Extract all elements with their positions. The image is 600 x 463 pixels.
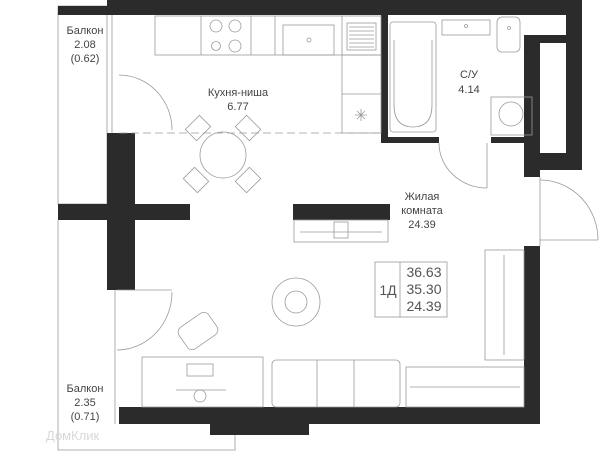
balcony-top-reduced-area: (0.62) <box>71 53 100 65</box>
area-without-balcony: 35.30 <box>406 281 441 297</box>
bathroom-area: 4.14 <box>458 84 479 96</box>
living-area-summary: 24.39 <box>406 298 441 314</box>
balcony-bottom-name: Балкон <box>67 383 104 395</box>
balcony-bottom-reduced-area: (0.71) <box>71 411 100 423</box>
kitchen-furniture <box>118 15 382 194</box>
balcony-top-area: 2.08 <box>74 39 95 51</box>
living-name-line1: Жилая <box>405 191 440 203</box>
apartment-type: 1Д <box>379 282 397 298</box>
bathroom-fixtures <box>389 16 533 189</box>
balcony-bottom-area: 2.35 <box>74 397 95 409</box>
watermark: ДомКлик <box>46 428 100 443</box>
living-area: 24.39 <box>408 219 436 231</box>
total-area: 36.63 <box>406 264 441 280</box>
living-name-line2: комната <box>401 205 443 217</box>
bathroom-name: С/У <box>460 69 479 81</box>
balcony-top-name: Балкон <box>67 25 104 37</box>
walls <box>58 0 582 435</box>
living-furniture <box>116 177 599 408</box>
kitchen-area: 6.77 <box>227 101 248 113</box>
kitchen-name: Кухня-ниша <box>208 87 269 99</box>
